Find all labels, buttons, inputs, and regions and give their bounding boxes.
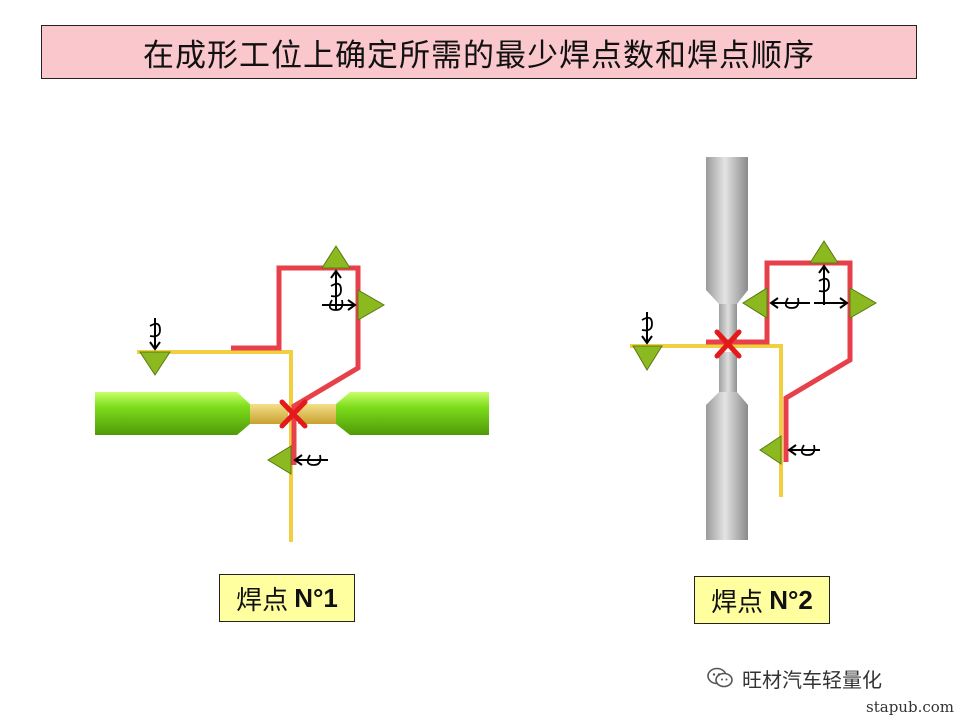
weld-point-2-label: 焊点 N°2 xyxy=(694,576,830,624)
upper-electrode-tip xyxy=(719,304,737,342)
red-sheet xyxy=(706,260,853,462)
locator-lower xyxy=(759,435,820,465)
right-electrode-tip xyxy=(298,404,336,424)
yellow-sheet xyxy=(137,350,293,542)
lower-electrode-tip xyxy=(719,352,737,392)
wechat-icon xyxy=(707,667,733,688)
lower-electrode xyxy=(706,392,748,540)
watermark: 旺材汽车轻量化 xyxy=(706,664,882,692)
weld-point-1-label: 焊点 N°1 xyxy=(219,574,355,622)
label-prefix: 焊点 xyxy=(236,585,289,616)
site-url: stapub.com xyxy=(866,698,954,716)
locator-top-red xyxy=(809,240,839,305)
left-electrode-tip xyxy=(250,404,288,424)
locator-left-red xyxy=(742,287,810,319)
locator-top-left xyxy=(139,318,171,376)
watermark-text: 旺材汽车轻量化 xyxy=(742,667,882,692)
weld-mark-2 xyxy=(714,329,742,359)
left-electrode xyxy=(95,392,250,435)
locator-lower xyxy=(267,445,328,475)
locator-right-red xyxy=(814,287,878,319)
yellow-sheet xyxy=(630,344,783,497)
weld-mark-1 xyxy=(279,399,308,429)
red-sheet xyxy=(231,265,361,465)
label-prefix: 焊点 xyxy=(711,587,764,618)
upper-electrode xyxy=(706,157,748,304)
slide-title: 在成形工位上确定所需的最少焊点数和焊点顺序 xyxy=(41,25,917,79)
label-number: N°1 xyxy=(294,582,338,613)
weld-point-1-diagram xyxy=(95,245,489,542)
weld-point-2-diagram xyxy=(630,157,878,540)
locator-right-red xyxy=(322,289,386,321)
right-electrode xyxy=(336,392,489,435)
locator-left xyxy=(632,312,663,371)
locator-top-red xyxy=(321,245,351,310)
label-number: N°2 xyxy=(769,584,813,615)
